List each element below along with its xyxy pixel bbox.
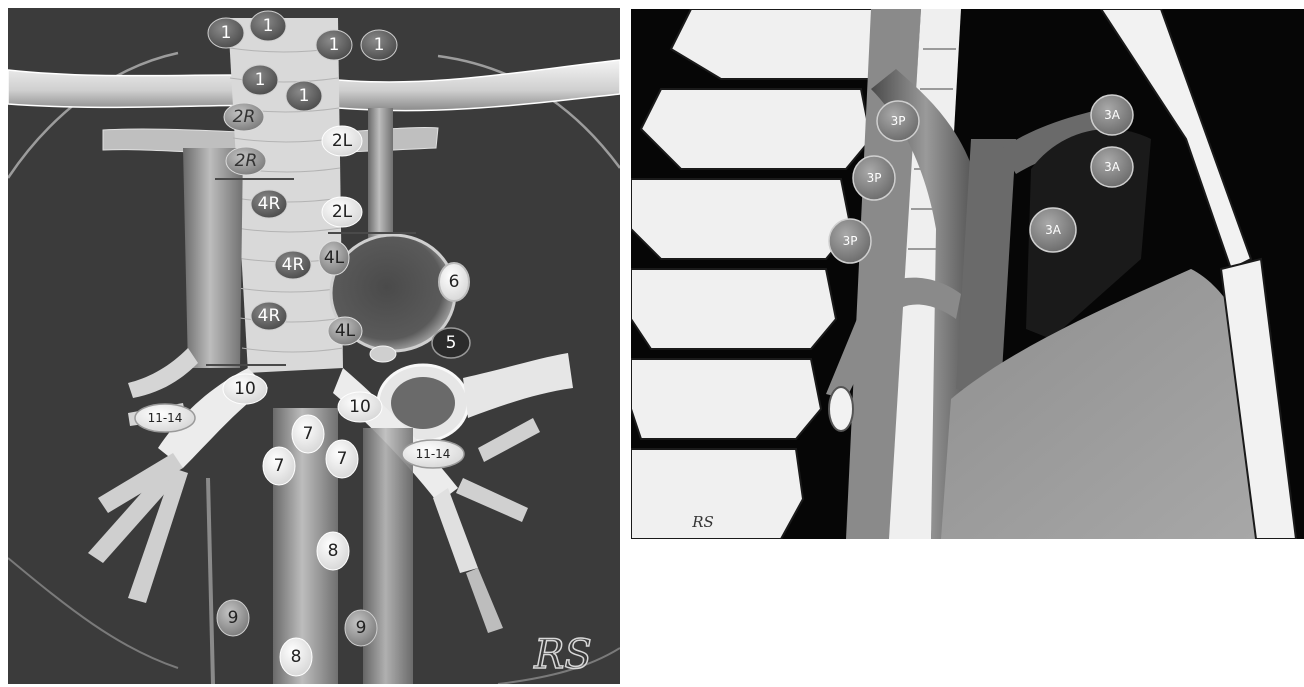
node-station-1: 1 (361, 30, 397, 60)
station-label: 8 (291, 647, 302, 667)
sagittal-anatomy-drawing: 3P 3P 3P 3A 3A 3A RS (631, 9, 1304, 539)
node-station-1: 1 (286, 81, 322, 111)
left-carotid (368, 108, 393, 238)
node-station-3A: 3A (1091, 147, 1133, 187)
node-station-6: 6 (439, 263, 469, 301)
superior-vena-cava (183, 148, 243, 368)
station-label: 4R (282, 255, 305, 275)
node-station-11-14: 11-14 (402, 440, 464, 468)
station-label: 11-14 (416, 447, 451, 461)
station-label: 10 (234, 379, 256, 399)
station-label: 1 (263, 16, 274, 36)
node-station-7: 7 (263, 447, 295, 485)
station-label: 11-14 (148, 411, 183, 425)
node-station-9: 9 (217, 600, 249, 636)
ligamentum-node (370, 346, 396, 362)
node-station-3P: 3P (853, 156, 895, 200)
node-station-8: 8 (317, 532, 349, 570)
sagittal-lymph-node-diagram: 3P 3P 3P 3A 3A 3A RS (631, 9, 1304, 539)
station-label: 9 (228, 608, 239, 628)
node-station-5: 5 (432, 328, 470, 358)
station-label: 1 (299, 86, 310, 106)
station-label: 1 (329, 35, 340, 55)
station-label: 4R (258, 194, 281, 214)
station-label: 2R (233, 107, 256, 127)
node-station-4L: 4L (319, 241, 349, 275)
station-label: 7 (337, 449, 348, 469)
node-station-4L: 4L (328, 317, 362, 345)
node-station-4R: 4R (251, 190, 287, 218)
station-label: 4L (324, 248, 345, 268)
node-station-10: 10 (223, 374, 267, 404)
station-label: 8 (328, 541, 339, 561)
node-station-7: 7 (292, 415, 324, 453)
left-bronchus-branch-2 (478, 418, 540, 462)
descending-aorta (363, 428, 413, 684)
station-label: 2R (235, 151, 258, 171)
station-label: 3A (1104, 108, 1121, 122)
station-label: 2L (332, 202, 353, 222)
node-station-1: 1 (242, 65, 278, 95)
node-station-3A: 3A (1091, 95, 1133, 135)
station-label: 10 (349, 397, 371, 417)
node-station-7: 7 (326, 440, 358, 478)
node-station-2L: 2L (322, 126, 362, 156)
left-bronchus-branch-3 (466, 568, 503, 633)
station-label: 3P (843, 234, 858, 248)
station-label: 3P (891, 114, 906, 128)
station-label: 4L (335, 321, 356, 341)
node-station-4R: 4R (251, 302, 287, 330)
node-station-3P: 3P (877, 101, 919, 141)
station-label: 7 (274, 456, 285, 476)
node-station-8: 8 (280, 638, 312, 676)
station-label: 9 (356, 618, 367, 638)
node-station-3P: 3P (829, 219, 871, 263)
right-upper-branch (128, 348, 198, 398)
station-label: 1 (221, 23, 232, 43)
node-station-4R: 4R (275, 251, 311, 279)
right-lower-vessel (208, 478, 213, 684)
station-label: 3A (1045, 223, 1062, 237)
node-station-1: 1 (250, 11, 286, 41)
station-label: 6 (449, 272, 460, 292)
station-label: 3A (1104, 160, 1121, 174)
station-label: 1 (255, 70, 266, 90)
node-station-2R: 2R (226, 147, 266, 175)
node-station-2L: 2L (322, 197, 362, 227)
node-station-11-14: 11-14 (135, 404, 195, 432)
node-station-1: 1 (208, 18, 244, 48)
left-bronchus-lower (433, 488, 478, 573)
artist-signature: RS (691, 513, 714, 531)
azygos-cross-section (829, 387, 853, 431)
artist-signature: RS (533, 632, 592, 678)
station-label: 4R (258, 306, 281, 326)
node-station-2R: 2R (224, 103, 264, 131)
coronal-anatomy-drawing: 1 1 1 1 1 1 2R 2R (8, 8, 620, 684)
pulmonary-artery-lumen (391, 377, 455, 429)
left-bronchus-branch-1 (456, 478, 528, 522)
station-label: 3P (867, 171, 882, 185)
station-label: 5 (446, 333, 457, 353)
station-label: 2L (332, 131, 353, 151)
left-pulmonary-branch (463, 353, 573, 418)
node-station-1: 1 (316, 30, 352, 60)
station-label: 1 (374, 35, 385, 55)
coronal-lymph-node-diagram: 1 1 1 1 1 1 2R 2R (8, 8, 620, 684)
node-station-10: 10 (338, 392, 382, 422)
node-station-9: 9 (345, 610, 377, 646)
node-station-3A: 3A (1030, 208, 1076, 252)
station-label: 7 (303, 424, 314, 444)
